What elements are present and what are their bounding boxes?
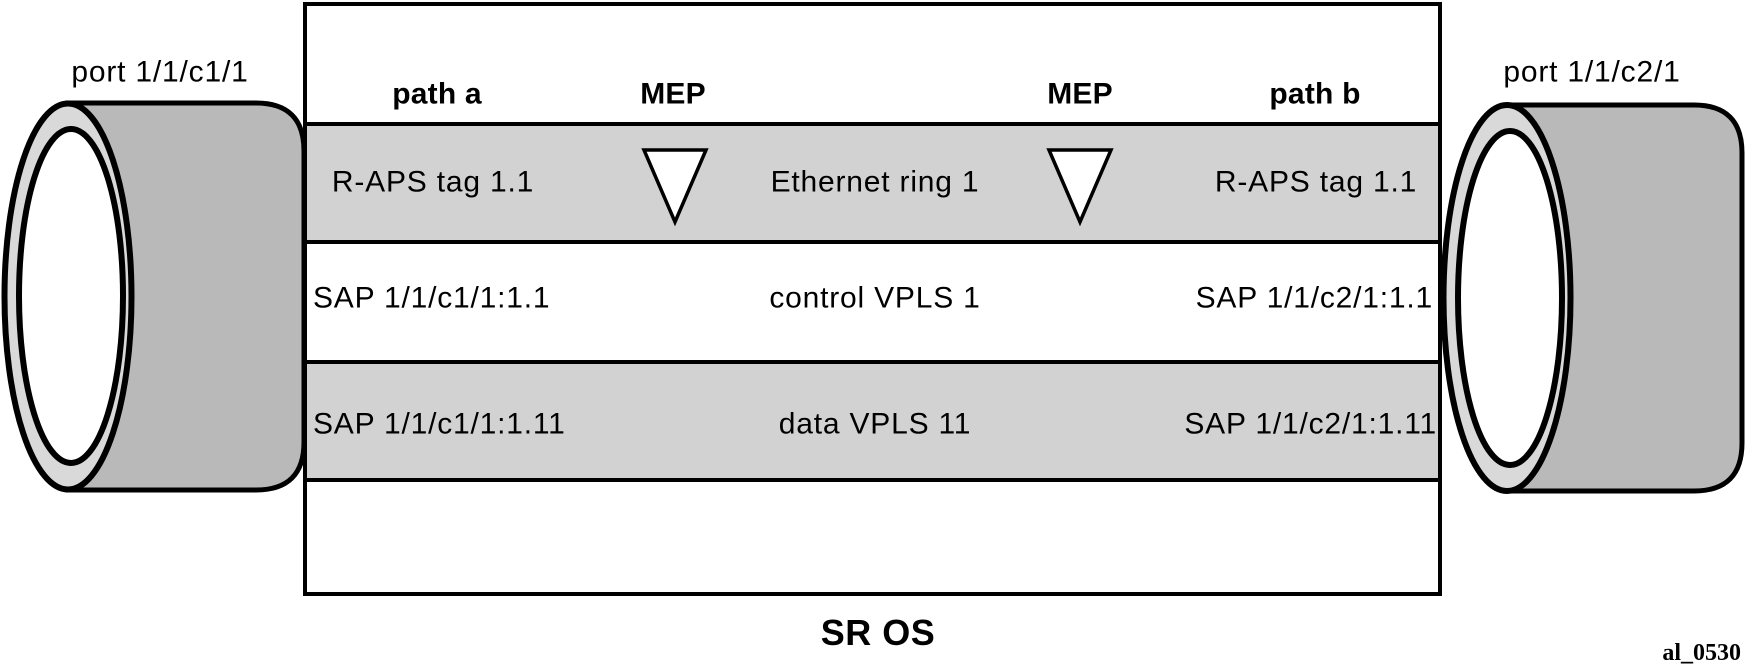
figure-id-label: al_0530	[1662, 639, 1741, 666]
sap-data-left-label: SAP 1/1/c1/1:1.11	[313, 407, 566, 441]
mep-left-label: MEP	[640, 77, 706, 111]
sros-node-box	[303, 2, 1442, 596]
left-port-label: port 1/1/c1/1	[71, 55, 249, 89]
mep-right-label: MEP	[1047, 77, 1113, 111]
ethernet-ring-label: Ethernet ring 1	[770, 165, 980, 199]
control-vpls-row	[307, 240, 1438, 360]
right-port-label: port 1/1/c2/1	[1503, 55, 1681, 89]
ethernet-ring-row	[307, 122, 1438, 240]
sap-control-left-label: SAP 1/1/c1/1:1.1	[313, 281, 551, 315]
right-port-cylinder-icon	[1440, 102, 1745, 494]
path-b-label: path b	[1269, 77, 1361, 111]
sap-control-right-label: SAP 1/1/c2/1:1.1	[1195, 281, 1433, 315]
sap-data-right-label: SAP 1/1/c2/1:1.11	[1184, 407, 1437, 441]
sros-label: SR OS	[820, 612, 936, 654]
path-a-label: path a	[392, 77, 482, 111]
raps-tag-left-label: R-APS tag 1.1	[331, 165, 535, 199]
empty-row	[307, 478, 1438, 592]
control-vpls-label: control VPLS 1	[769, 281, 981, 315]
left-port-cylinder-icon	[1, 100, 307, 493]
data-vpls-label: data VPLS 11	[778, 407, 972, 441]
raps-tag-right-label: R-APS tag 1.1	[1214, 165, 1418, 199]
data-vpls-row	[307, 360, 1438, 478]
header-row	[307, 6, 1438, 122]
